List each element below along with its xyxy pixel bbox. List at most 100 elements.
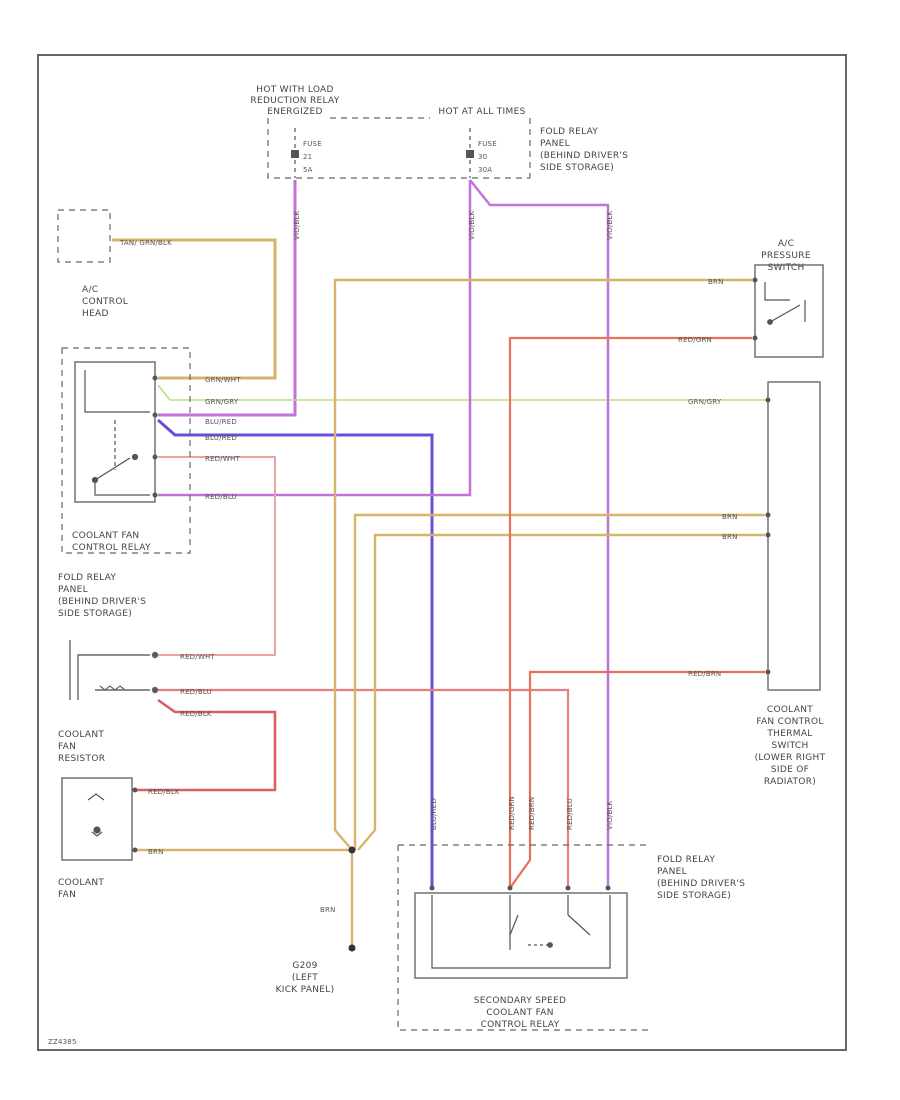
wire-label-brn-pressure: BRN (708, 278, 724, 286)
svg-text:FAN: FAN (58, 890, 76, 900)
ground-label: G209 (LEFT KICK PANEL) (276, 961, 335, 995)
diagram-border (37, 54, 847, 1051)
wire-red-blu (158, 688, 570, 888)
wire-label-vio-v: VIO/BLK (606, 800, 614, 830)
ground-g209 (348, 944, 356, 952)
svg-text:SIDE STORAGE): SIDE STORAGE) (540, 163, 614, 173)
secondary-relay-outline (397, 844, 650, 1031)
svg-text:RESISTOR: RESISTOR (58, 754, 105, 764)
wire-label-blu-red-1: BLU/RED (205, 418, 237, 426)
secondary-relay-terminals (429, 885, 611, 891)
svg-text:(BEHIND DRIVER'S: (BEHIND DRIVER'S (58, 597, 146, 607)
svg-text:PANEL: PANEL (540, 139, 570, 149)
svg-text:KICK PANEL): KICK PANEL) (276, 985, 335, 995)
wire-label-red-blu-v: RED/BLU (566, 798, 574, 830)
wire-label-grn-wht: GRN/WHT (205, 376, 241, 384)
wire-label-brn-thermal-1: BRN (722, 513, 738, 521)
hot-load-label-2: REDUCTION RELAY (250, 96, 339, 106)
wire-label-red-brn: RED/BRN (688, 670, 721, 678)
svg-text:PANEL: PANEL (657, 867, 687, 877)
hot-all-label: HOT AT ALL TIMES (438, 107, 525, 117)
svg-text:SIDE STORAGE): SIDE STORAGE) (657, 891, 731, 901)
hot-load-label-1: HOT WITH LOAD (256, 85, 334, 95)
svg-text:FOLD RELAY: FOLD RELAY (657, 855, 715, 865)
svg-text:COOLANT FAN: COOLANT FAN (486, 1008, 553, 1018)
thermal-terminal-2 (765, 512, 771, 518)
wire-label-red-blu-2: RED/BLU (180, 688, 212, 696)
wire-violet-fuse30 (158, 180, 472, 497)
wire-label-brn-ground: BRN (320, 906, 336, 914)
svg-text:PRESSURE: PRESSURE (761, 251, 811, 261)
svg-text:G209: G209 (292, 961, 317, 971)
ac-pressure-switch-label: A/C PRESSURE SWITCH (761, 239, 811, 273)
wire-red-blk (135, 698, 277, 792)
thermal-terminal-1 (765, 397, 771, 403)
svg-text:COOLANT FAN: COOLANT FAN (72, 531, 139, 541)
fold-relay-panel-left-label: FOLD RELAY PANEL (BEHIND DRIVER'S SIDE S… (58, 573, 146, 619)
relay-terminals (152, 375, 158, 498)
secondary-speed-coolant-fan-control-relay (414, 892, 628, 979)
svg-text:FOLD RELAY: FOLD RELAY (540, 127, 598, 137)
wire-label-blu-red-2: BLU/RED (205, 434, 237, 442)
svg-text:A/C: A/C (82, 285, 98, 295)
relay-contacts (84, 370, 150, 496)
wire-label-brn-fan: BRN (148, 848, 164, 856)
coolant-fan-label: COOLANT FAN (58, 878, 104, 900)
wire-red-wht (158, 456, 276, 656)
svg-text:SWITCH: SWITCH (767, 263, 804, 273)
fan-motor-icon (87, 793, 105, 837)
wire-label-blu-red-v: BLU/RED (430, 798, 438, 830)
svg-text:FAN: FAN (58, 742, 76, 752)
svg-text:30A: 30A (478, 166, 492, 174)
thermal-switch-label: COOLANT FAN CONTROL THERMAL SWITCH (LOWE… (755, 705, 826, 787)
wire-tan-grn-blk (112, 238, 277, 380)
ac-control-head (57, 209, 111, 263)
ground-splice (348, 846, 356, 854)
svg-text:COOLANT: COOLANT (767, 705, 813, 715)
fuse-panel-outline (267, 117, 531, 179)
svg-text:HEAD: HEAD (82, 309, 109, 319)
wire-label-red-blk-1: RED/BLK (180, 710, 212, 718)
wire-label-red-blk-2: RED/BLK (148, 788, 180, 796)
pressure-terminal-1 (752, 277, 758, 283)
wire-label-vio-1: VIO/BLK (293, 210, 301, 240)
svg-text:(BEHIND DRIVER'S: (BEHIND DRIVER'S (540, 151, 628, 161)
fold-relay-panel-right-label: FOLD RELAY PANEL (BEHIND DRIVER'S SIDE S… (657, 855, 745, 901)
pressure-terminal-2 (752, 335, 758, 341)
coolant-fan-control-relay (74, 361, 156, 503)
thermal-terminal-4 (765, 669, 771, 675)
svg-text:CONTROL: CONTROL (82, 297, 128, 307)
svg-text:FAN CONTROL: FAN CONTROL (756, 717, 823, 727)
coolant-fan (61, 777, 133, 861)
wire-label-red-blu-1: RED/BLU (205, 493, 237, 501)
wire-blu-red (157, 418, 434, 888)
wire-brn-thermal-2 (357, 533, 765, 851)
svg-text:SECONDARY SPEED: SECONDARY SPEED (474, 996, 566, 1006)
coolant-fan-resistor (69, 640, 159, 700)
coolant-fan-resistor-label: COOLANT FAN RESISTOR (58, 730, 105, 764)
pressure-switch-contact (764, 282, 806, 325)
svg-text:RADIATOR): RADIATOR) (764, 777, 816, 787)
wire-label-vio-3: VIO/BLK (606, 210, 614, 240)
diagram-id: ZZ4385 (48, 1038, 77, 1046)
svg-text:CONTROL RELAY: CONTROL RELAY (481, 1020, 560, 1030)
svg-text:SIDE OF: SIDE OF (771, 765, 809, 775)
wire-label-red-wht-1: RED/WHT (205, 455, 240, 463)
secondary-relay-contacts (431, 895, 611, 969)
wire-green-grn-gry (157, 384, 768, 401)
wire-violet-fuse21 (158, 180, 297, 417)
svg-text:21: 21 (303, 153, 312, 161)
svg-text:SWITCH: SWITCH (771, 741, 808, 751)
ac-pressure-switch (754, 264, 824, 358)
thermal-terminal-3 (765, 532, 771, 538)
fan-terminal-2 (132, 847, 138, 853)
coolant-fan-control-relay-label: COOLANT FAN CONTROL RELAY (72, 531, 151, 553)
svg-text:A/C: A/C (778, 239, 794, 249)
wire-red-grn (508, 336, 752, 888)
svg-text:5A: 5A (303, 166, 313, 174)
fuse-30: FUSE 30 30A (466, 128, 497, 178)
secondary-relay-label: SECONDARY SPEED COOLANT FAN CONTROL RELA… (474, 996, 566, 1030)
fuse-21: FUSE 21 5A (291, 128, 322, 178)
wire-label-tan-grn-blk: TAN/ GRN/BLK (119, 239, 172, 247)
